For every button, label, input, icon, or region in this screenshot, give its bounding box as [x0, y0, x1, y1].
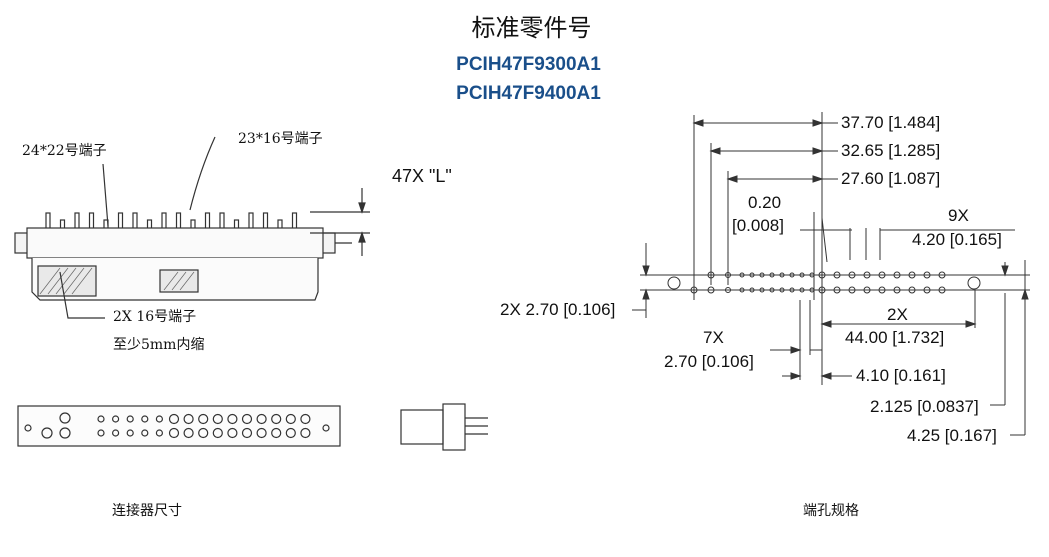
contact-hole	[256, 413, 267, 425]
terminal-hole-16	[833, 271, 841, 279]
terminal-hole-22	[769, 287, 775, 293]
contact-hole	[155, 415, 163, 423]
dim-4-25: 4.25 [0.167]	[907, 426, 997, 445]
terminal-hole-22	[809, 272, 815, 278]
contact-hole	[126, 415, 134, 423]
contact-hole	[141, 429, 149, 437]
contact-hole	[168, 427, 180, 439]
label-min-shrink: 至少5mm内缩	[113, 337, 205, 353]
dim-9x: 9X	[948, 206, 969, 225]
contact-hole	[97, 429, 105, 437]
terminal-hole-22	[759, 287, 765, 293]
contact-hole	[212, 413, 223, 425]
page-title: 标准零件号	[471, 14, 592, 42]
terminal-hole-22	[749, 272, 755, 278]
dim-7x-2-70: 2.70 [0.106]	[664, 352, 754, 371]
contact-hole	[300, 413, 311, 425]
dim-7x: 7X	[703, 328, 724, 347]
terminal-hole-22	[779, 272, 785, 278]
terminal-hole-22	[779, 287, 785, 293]
contact-hole	[271, 413, 282, 425]
dim-4-10: 4.10 [0.161]	[856, 366, 946, 385]
dim-32-65: 32.65 [1.285]	[841, 141, 941, 160]
label-terminal-22: 24*22号端子	[22, 143, 107, 159]
label-pin-length: 47X "L"	[392, 166, 452, 186]
terminal-hole-16	[818, 286, 826, 294]
part-number-1: PCIH47F9300A1	[456, 54, 601, 75]
contact-hole	[285, 413, 296, 425]
dim-44-00: 44.00 [1.732]	[845, 328, 945, 347]
terminal-hole-16	[863, 271, 871, 279]
caption-hole-spec: 端孔规格	[803, 503, 859, 519]
terminal-hole-22	[749, 287, 755, 293]
terminal-hole-22	[739, 272, 745, 278]
terminal-hole-16	[690, 286, 698, 294]
terminal-hole-22	[769, 272, 775, 278]
terminal-hole-16	[725, 287, 731, 293]
dim-2x: 2X	[887, 305, 908, 324]
dim-2x-2-70: 2X 2.70 [0.106]	[500, 300, 616, 319]
terminal-hole-16	[923, 271, 931, 279]
contact-hole	[241, 427, 253, 439]
terminal-hole-16	[923, 286, 931, 294]
contact-hole	[183, 427, 194, 439]
terminal-hole-22	[789, 272, 795, 278]
terminal-hole-16	[908, 286, 916, 294]
terminal-hole-16	[893, 286, 901, 294]
terminal-hole-16	[707, 286, 715, 294]
terminal-hole-16	[863, 286, 871, 294]
terminal-hole-22	[789, 287, 795, 293]
contact-hole	[126, 429, 134, 437]
dim-4-20: 4.20 [0.165]	[912, 230, 1002, 249]
terminal-hole-16	[848, 271, 856, 279]
terminal-hole-22	[739, 287, 745, 293]
terminal-hole-16	[938, 271, 946, 279]
contact-hole	[285, 427, 296, 439]
terminal-hole-16	[818, 271, 826, 279]
label-terminal-16: 23*16号端子	[238, 131, 323, 147]
dim-37-70: 37.70 [1.484]	[841, 113, 941, 132]
contact-hole	[256, 427, 267, 439]
terminal-hole-16	[893, 271, 901, 279]
dim-0-20-inch: [0.008]	[732, 216, 784, 235]
terminal-hole-16	[725, 272, 731, 278]
terminal-hole-16	[908, 271, 916, 279]
terminal-side-view	[400, 403, 488, 451]
contact-hole	[111, 429, 120, 437]
dim-27-60: 27.60 [1.087]	[841, 169, 941, 188]
contact-hole	[155, 429, 163, 437]
caption-connector-dimensions: 连接器尺寸	[112, 503, 182, 519]
contact-hole	[212, 427, 223, 439]
contact-hole	[198, 427, 209, 439]
terminal-hole-22	[759, 272, 765, 278]
terminal-hole-16	[707, 271, 715, 279]
connector-front-view	[17, 405, 341, 447]
terminal-hole-22	[809, 287, 815, 293]
contact-hole	[241, 413, 253, 425]
contact-hole	[183, 413, 194, 425]
contact-hole	[227, 427, 238, 439]
terminal-hole-16	[848, 286, 856, 294]
contact-hole	[300, 427, 311, 439]
contact-hole	[168, 413, 180, 425]
contact-hole	[271, 427, 282, 439]
terminal-hole-16	[878, 271, 886, 279]
contact-hole	[227, 413, 238, 425]
label-terminal-16-2x: 2X 16号端子	[113, 309, 197, 325]
terminal-hole-22	[799, 272, 805, 278]
contact-hole	[111, 415, 120, 423]
contact-hole	[97, 415, 105, 423]
part-number-2: PCIH47F9400A1	[456, 83, 601, 104]
terminal-hole-16	[833, 286, 841, 294]
connector-side-view	[14, 136, 370, 319]
terminal-hole-16	[938, 286, 946, 294]
hole-pattern-drawing	[632, 112, 1030, 436]
contact-hole	[198, 413, 209, 425]
terminal-hole-16	[878, 286, 886, 294]
dim-0-20-value: 0.20	[748, 193, 782, 212]
dim-2-125: 2.125 [0.0837]	[870, 397, 979, 416]
terminal-hole-22	[799, 287, 805, 293]
contact-hole	[141, 415, 149, 423]
